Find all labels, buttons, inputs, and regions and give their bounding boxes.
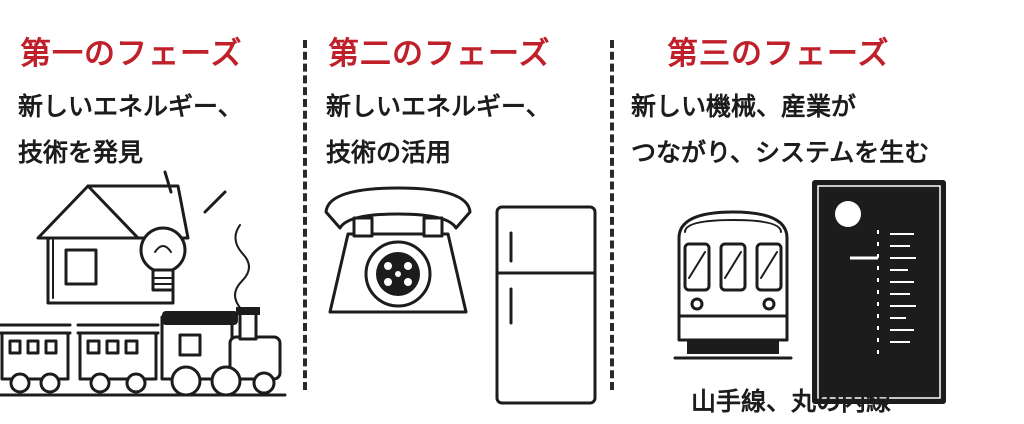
route-map-icon	[812, 180, 946, 404]
house-icon	[36, 184, 190, 305]
phase-3-desc-line-2: つながり、システムを生む	[631, 138, 930, 167]
phase-divider-1	[303, 40, 307, 390]
rotary-telephone-icon	[324, 186, 472, 314]
phase-divider-2	[610, 40, 614, 390]
subway-train-icon	[673, 210, 793, 360]
phase-1-column: 第一のフェーズ 新しいエネルギー、 技術を発見	[0, 0, 300, 424]
refrigerator-icon	[495, 205, 597, 405]
phase-3-title: 第三のフェーズ	[667, 36, 890, 72]
phase-3-desc-line-1: 新しい機械、産業が	[631, 92, 857, 121]
phase-2-title: 第二のフェーズ	[328, 36, 551, 72]
phase-1-desc-line-1: 新しいエネルギー、	[18, 92, 243, 121]
steam-train-icon	[0, 224, 287, 397]
phase-3-caption: 山手線、丸の内線	[691, 387, 892, 416]
phase-1-desc-line-2: 技術を発見	[18, 138, 144, 167]
lightbulb-icon	[139, 170, 227, 292]
phase-2-desc-line-1: 新しいエネルギー、	[326, 92, 551, 121]
phase-1-title: 第一のフェーズ	[20, 36, 243, 72]
phase-3-column: 第三のフェーズ 新しい機械、産業が つながり、システムを生む 山手線、丸の内線	[615, 0, 1024, 424]
phase-2-desc-line-2: 技術の活用	[326, 138, 452, 167]
phase-2-column: 第二のフェーズ 新しいエネルギー、 技術の活用	[308, 0, 608, 424]
